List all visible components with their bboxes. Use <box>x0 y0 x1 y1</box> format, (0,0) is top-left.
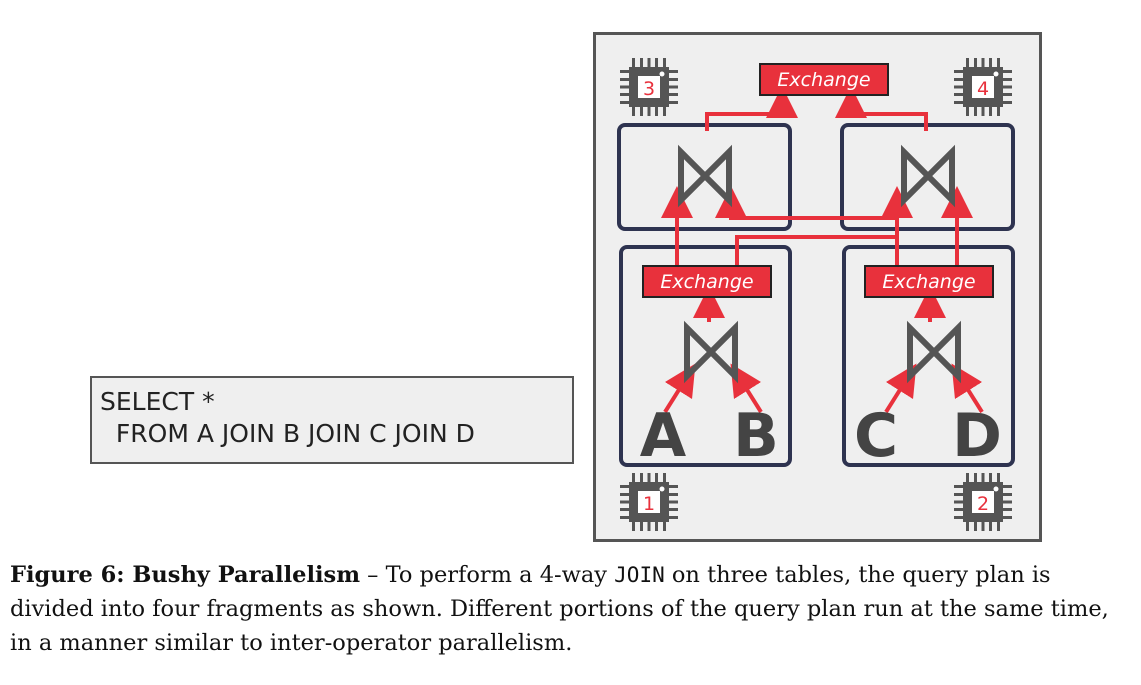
caption-text: on three tables, the query plan is divid… <box>10 562 1109 656</box>
table-label-a: A <box>640 401 687 471</box>
data-flow-lines <box>661 86 984 414</box>
exchange-label: Exchange <box>777 69 870 91</box>
table-label-c: C <box>854 401 898 471</box>
fragment-box-bottom-right <box>842 245 1015 467</box>
cpu-chip-icon: 4 <box>954 58 1012 116</box>
cpu-chip-icon: 3 <box>620 58 678 116</box>
sql-query-box: SELECT * FROM A JOIN B JOIN C JOIN D <box>90 376 574 464</box>
cpu-chip-icon: 1 <box>620 473 678 531</box>
sql-line-select: SELECT * <box>100 387 215 416</box>
fragment-box-top-left <box>617 123 792 231</box>
fragment-box-bottom-left <box>619 245 792 467</box>
cpu-number: 1 <box>643 493 655 515</box>
exchange-operator-top: Exchange <box>759 63 889 96</box>
cpu-chip-icon: 2 <box>954 473 1012 531</box>
exchange-label: Exchange <box>882 271 975 293</box>
exchange-operator-bottom-right: Exchange <box>864 265 994 298</box>
cpu-number: 3 <box>643 78 655 100</box>
table-label-b: B <box>733 401 779 471</box>
caption-dash: – To perform a 4-way <box>360 562 615 588</box>
cpu-number: 4 <box>977 78 989 100</box>
figure-caption: Figure 6: Bushy Parallelism – To perform… <box>10 558 1114 660</box>
caption-label: Figure 6: Bushy Parallelism <box>10 562 361 588</box>
exchange-label: Exchange <box>660 271 753 293</box>
bushy-parallelism-diagram: Exchange Exchange Exchange A B C D 3 4 1… <box>593 32 1042 542</box>
caption-code: JOIN <box>614 563 665 587</box>
table-label-d: D <box>952 401 1002 471</box>
sql-line-from: FROM A JOIN B JOIN C JOIN D <box>100 419 475 448</box>
exchange-operator-bottom-left: Exchange <box>642 265 772 298</box>
cpu-number: 2 <box>977 493 989 515</box>
